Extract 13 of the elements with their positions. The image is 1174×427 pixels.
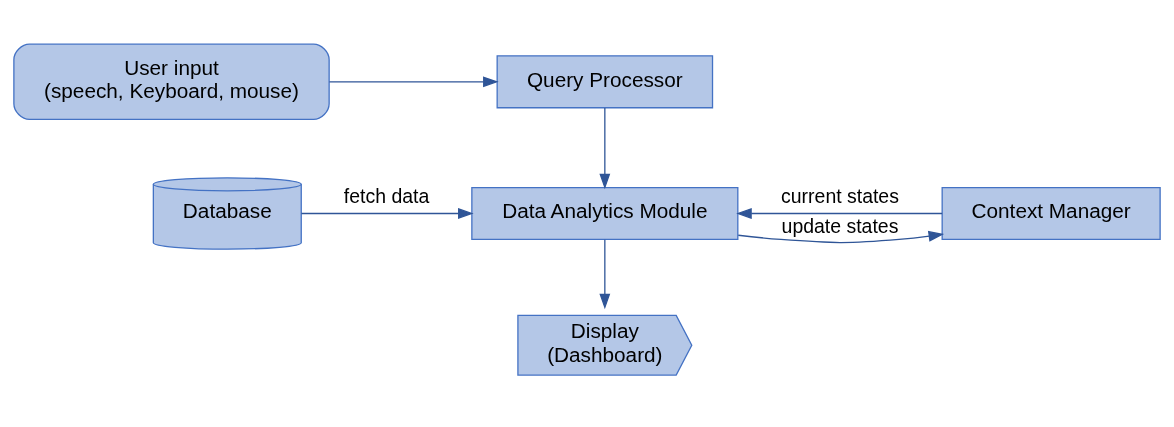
node-box: User input (speech, Keyboard, mouse) <box>13 43 330 121</box>
arrow <box>300 208 474 219</box>
arrow <box>328 76 499 88</box>
arrow <box>599 239 611 310</box>
arrow <box>599 107 611 190</box>
node-box: Data Analytics Module <box>471 186 739 241</box>
edge-label: current states <box>781 185 899 208</box>
arrow <box>737 230 945 244</box>
arrow <box>736 208 943 219</box>
edge-label: update states <box>781 214 899 237</box>
node-box: Context Manager <box>941 186 1161 241</box>
edge-label: fetch data <box>343 185 430 208</box>
node-box: Query Processor <box>496 55 714 109</box>
